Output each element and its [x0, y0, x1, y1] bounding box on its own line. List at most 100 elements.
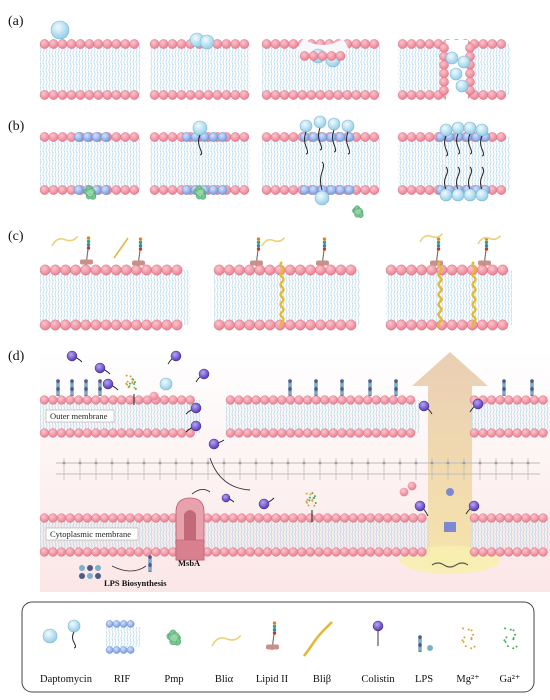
lipid-head-bottom — [529, 428, 540, 438]
lipid-head-bottom — [360, 185, 371, 195]
lipid-head-top — [374, 513, 384, 523]
lipid-tails — [386, 270, 512, 325]
blialpha-peptide — [419, 233, 444, 243]
daptomycin-molecule — [463, 121, 477, 135]
msba-base — [175, 539, 205, 561]
lipid-head-top — [108, 513, 118, 523]
lipid-ii-sugar — [80, 259, 93, 265]
lipid-head-top — [39, 132, 50, 142]
lipid-head-top — [311, 395, 321, 405]
lipid-head-top — [125, 513, 135, 523]
blibeta-fragment — [113, 237, 129, 259]
peptidoglycan-node — [382, 461, 386, 465]
lipid-ii-molecule — [430, 237, 443, 267]
lps-molecule — [84, 379, 88, 396]
lipid-head-bottom — [294, 319, 306, 331]
lipid-ii-peptide — [484, 244, 489, 248]
lipid-head-bottom — [345, 428, 356, 438]
lipid-head-bottom — [151, 428, 161, 438]
lipid-head-bottom — [161, 319, 173, 331]
lipid-head-top — [125, 395, 135, 405]
lps-unit — [502, 387, 506, 391]
lipid-head-bottom — [333, 90, 344, 100]
lipid-head-bottom — [151, 547, 161, 557]
panel-a-label: (a) — [8, 14, 24, 29]
lps-unit — [148, 567, 152, 571]
daptomycin-molecule — [439, 123, 453, 137]
lipid-head-top — [487, 264, 498, 276]
lipid-head-bottom — [415, 185, 426, 195]
daptomycin-tail — [198, 134, 202, 156]
lipid-head-bottom — [213, 319, 225, 331]
lps-unit — [530, 379, 534, 383]
pmp-core — [196, 189, 204, 197]
lipid-head-top — [99, 513, 110, 523]
lps-unit — [394, 383, 398, 387]
rif-domain-head — [91, 132, 102, 142]
lipid-head-top — [354, 395, 364, 405]
lipid-head-bottom — [320, 428, 330, 438]
lps-molecule — [56, 379, 60, 396]
lps-unit — [56, 391, 60, 395]
daptomycin-molecule — [463, 188, 477, 202]
lipid-head-bottom — [297, 90, 308, 100]
pmp-core — [86, 189, 94, 197]
lipid-head-top — [408, 513, 418, 523]
daptomycin-tail — [468, 133, 472, 155]
mg-ion — [133, 386, 136, 389]
lipid-head-top — [331, 513, 341, 523]
daptomycin-tail — [346, 131, 350, 155]
rif-domain-head — [112, 620, 121, 628]
released-complex — [444, 522, 456, 532]
rif-domain-head — [335, 132, 346, 142]
lipid-head-top — [294, 395, 304, 405]
pore-lining-head — [439, 68, 449, 79]
lipid-head-bottom — [486, 428, 497, 438]
lipid-head-top — [417, 513, 427, 523]
mg-ion — [313, 504, 316, 507]
lipid-head-top — [385, 264, 397, 276]
lipid-head-top — [314, 513, 324, 523]
lipid-head-bottom — [117, 547, 127, 557]
lipid-head-top — [495, 513, 505, 523]
peptidoglycan-node — [430, 461, 434, 465]
lps-unit — [56, 383, 60, 387]
lipid-head-top — [478, 39, 489, 49]
colistin-molecule — [258, 498, 270, 510]
lipid-tails — [150, 137, 250, 190]
lps-unit — [340, 383, 344, 387]
lipid-head-top — [48, 132, 59, 142]
lipid-ii-molecule — [132, 237, 145, 267]
daptomycin-molecule — [313, 115, 327, 129]
lipid-head-top — [270, 39, 281, 49]
lipid-head-loose — [149, 391, 159, 401]
lipid-head-top — [151, 264, 163, 276]
lipid-head-bottom — [49, 319, 61, 331]
lipid-head-top — [397, 395, 407, 405]
lipid-head-top — [303, 395, 313, 405]
lipid-head-bottom — [111, 185, 122, 195]
lipid-head-bottom — [211, 547, 221, 557]
lipid-ii-sugar — [478, 260, 491, 266]
ga-ion — [128, 382, 131, 385]
lipid-tails — [470, 518, 550, 552]
lps-unit — [394, 387, 398, 391]
lps-unit — [314, 379, 318, 383]
lipid-head-top — [225, 395, 236, 405]
lipid-head-top — [149, 132, 160, 142]
peptidoglycan-node — [254, 461, 258, 465]
lipid-head-top — [239, 39, 250, 49]
peptidoglycan-node — [270, 461, 274, 465]
lipid-head-bottom — [151, 319, 163, 331]
lipid-head-bottom — [254, 319, 266, 331]
lipid-head-top — [90, 264, 102, 276]
lps-unit — [288, 387, 292, 391]
lipid-head-bottom — [294, 428, 304, 438]
lipid-head-bottom — [120, 185, 131, 195]
pore-lining-head — [465, 68, 475, 79]
mg-ion-legend — [462, 641, 465, 644]
mg-ion — [311, 499, 314, 502]
daptomycin-tail — [480, 135, 484, 157]
lps-unit — [148, 563, 152, 567]
lipid-head-bottom — [108, 428, 118, 438]
